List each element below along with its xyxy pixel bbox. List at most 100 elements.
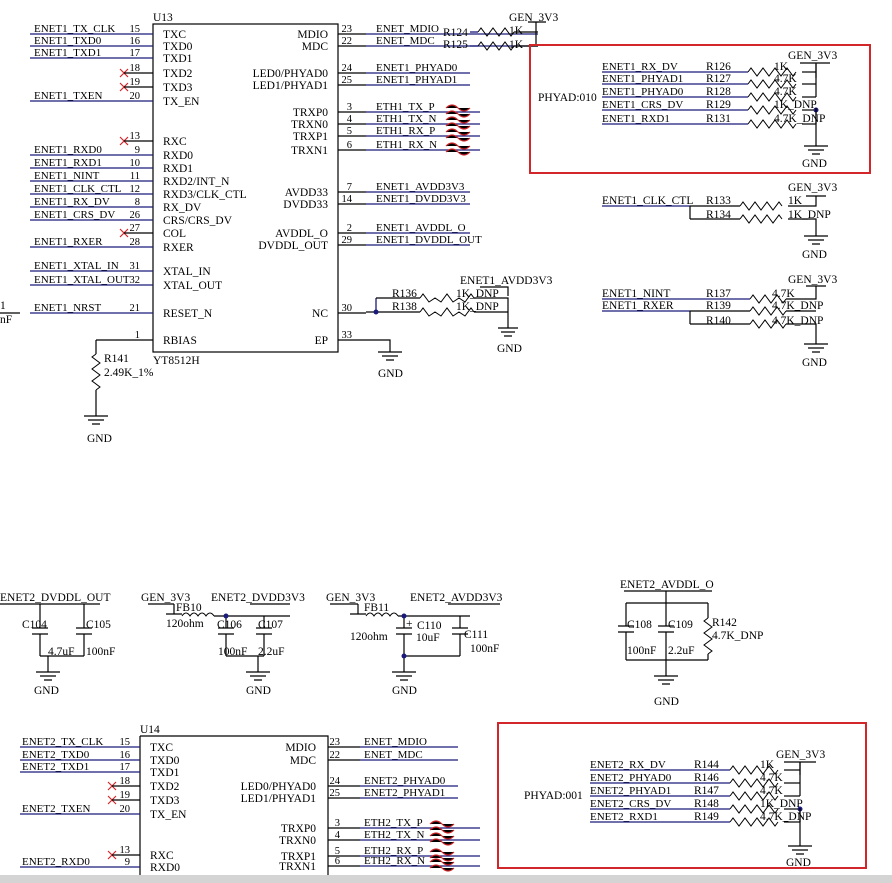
u13-left-pin-number: 10 bbox=[130, 158, 141, 169]
u13-right-net: ETH1_RX_N bbox=[376, 139, 437, 151]
u14-left-pin-label: TXD1 bbox=[150, 767, 180, 779]
u13-right-net: ENET1_AVDD3V3 bbox=[376, 181, 465, 193]
r137-ref: R137 bbox=[706, 288, 731, 300]
u14-right-pin-number: 24 bbox=[330, 776, 341, 787]
u13-left-net: ENET1_NINT bbox=[34, 170, 100, 182]
u13-right-pin-number: 4 bbox=[347, 114, 353, 125]
strap1-value: 1K_DNP bbox=[774, 99, 817, 111]
ep-ground: GND bbox=[366, 339, 403, 380]
u14-left-net: ENET2_TXEN bbox=[22, 803, 90, 815]
u14-left-pin-label: RXC bbox=[150, 850, 174, 862]
u14-right-pin-number: 22 bbox=[330, 750, 341, 761]
strap2-net: ENET2_CRS_DV bbox=[590, 798, 671, 810]
u13-right-pin-number: 7 bbox=[347, 182, 352, 193]
u13-right-pin-label: AVDD33 bbox=[285, 187, 328, 199]
u13-left-pin-number: 28 bbox=[130, 237, 141, 248]
cutoff-text-1: 1 bbox=[0, 300, 6, 312]
u13-right-pin-number: 25 bbox=[342, 75, 353, 86]
nint-rail: GEN_3V3 bbox=[788, 274, 837, 286]
u13-left-pin-label: XTAL_IN bbox=[163, 266, 211, 278]
strap2-net: ENET2_PHYAD1 bbox=[590, 785, 671, 797]
clkctl-block: ENET1_CLK_CTL R133 R134 1K 1K_DNP GEN_3V… bbox=[602, 182, 837, 261]
clkctl-net: ENET1_CLK_CTL bbox=[602, 195, 693, 207]
r139-ref: R139 bbox=[706, 300, 731, 312]
u14-right-pin-number: 6 bbox=[335, 856, 340, 867]
u14-right-net: ENET2_PHYAD0 bbox=[364, 775, 446, 787]
u13-right-pin-number: 29 bbox=[342, 235, 353, 246]
r125-value: 1K bbox=[509, 39, 524, 51]
u14-left-pin-label: RXD0 bbox=[150, 862, 180, 874]
fb10-ref: FB10 bbox=[176, 602, 202, 614]
strap2-ref: R148 bbox=[694, 798, 719, 810]
u13-left-pin-label: RXER bbox=[163, 242, 194, 254]
u13-left-pin-number: 21 bbox=[130, 303, 141, 314]
u13-left-pin-label: XTAL_OUT bbox=[163, 280, 222, 292]
u13-left-net: ENET1_TX_CLK bbox=[34, 23, 115, 35]
u13-right-pin-label: LED0/PHYAD0 bbox=[253, 68, 329, 80]
u13-right-pin-number: 22 bbox=[342, 36, 353, 47]
horizontal-scrollbar[interactable] bbox=[0, 875, 892, 883]
strap2-phyad-label: PHYAD:001 bbox=[524, 790, 583, 802]
u13-right-pin-label: TRXN1 bbox=[291, 145, 328, 157]
strap1-net: ENET1_RX_DV bbox=[602, 61, 678, 73]
strap1-net: ENET1_RXD1 bbox=[602, 113, 670, 125]
u13-right-pin-label: AVDDL_O bbox=[275, 228, 328, 240]
u14-left-net: ENET2_TXD1 bbox=[22, 761, 89, 773]
u13-right-net: ENET1_DVDDL_OUT bbox=[376, 234, 482, 246]
u13-right-net: ENET_MDIO bbox=[376, 23, 439, 35]
nint-net: ENET1_NINT bbox=[602, 288, 670, 300]
u14-right-pin-label: MDC bbox=[290, 755, 317, 767]
dvddl2-gnd: GND bbox=[34, 685, 59, 697]
u13-left-pin-number: 20 bbox=[130, 91, 141, 102]
u14-right-pin-label: MDIO bbox=[285, 742, 316, 754]
r140-value: 4.7K_DNP bbox=[772, 315, 823, 327]
ep-gnd-label: GND bbox=[378, 368, 403, 380]
u13-left-pin-label: TX_EN bbox=[163, 96, 200, 108]
u13-left-pin-label: RXD1 bbox=[163, 163, 193, 175]
strap2-ref: R149 bbox=[694, 811, 719, 823]
u14-ref: U14 bbox=[140, 724, 160, 736]
u14-left-pin-number: 18 bbox=[120, 776, 131, 787]
u13-right-net: ENET1_DVDD3V3 bbox=[376, 193, 466, 205]
strap1-ref: R129 bbox=[706, 99, 731, 111]
nc-rail-label: ENET1_AVDD3V3 bbox=[460, 275, 553, 287]
u13-left-pin-label: TXD2 bbox=[163, 68, 193, 80]
r134-value: 1K_DNP bbox=[788, 209, 831, 221]
strap1-value: 4.7K bbox=[774, 73, 797, 85]
u14-left-pin-number: 16 bbox=[120, 750, 131, 761]
u13-right-pin-label: LED1/PHYAD1 bbox=[253, 80, 329, 92]
c107-value: 2.2uF bbox=[258, 646, 285, 658]
strap1-ref: R126 bbox=[706, 61, 731, 73]
rxer-net: ENET1_RXER bbox=[602, 300, 674, 312]
u13-left-pin-number: 9 bbox=[135, 145, 140, 156]
fb10-value: 120ohm bbox=[166, 618, 204, 630]
u13-left-net: ENET1_TXD0 bbox=[34, 35, 102, 47]
rbias-resistor: R141 2.49K_1% GND bbox=[84, 339, 154, 445]
u13-left-pin-label: TXD0 bbox=[163, 41, 193, 53]
u13-right-pin-label: EP bbox=[315, 335, 328, 347]
u14-right-pin-label: LED0/PHYAD0 bbox=[241, 781, 317, 793]
r142-ref: R142 bbox=[712, 617, 737, 629]
r133-ref: R133 bbox=[706, 195, 731, 207]
u13-left-net: ENET1_XTAL_IN bbox=[34, 260, 119, 272]
strap1-rail-label: GEN_3V3 bbox=[788, 50, 837, 62]
u13-right-pin-number: 33 bbox=[342, 330, 353, 341]
u13-right-pin-number: 2 bbox=[347, 223, 352, 234]
u14-left-net: ENET2_TXD0 bbox=[22, 749, 90, 761]
u14-left-pin-label: TXD0 bbox=[150, 755, 180, 767]
clkctl-rail: GEN_3V3 bbox=[788, 182, 837, 194]
u13-right-net: ENET1_PHYAD0 bbox=[376, 62, 458, 74]
strap2-net: ENET2_PHYAD0 bbox=[590, 772, 672, 784]
u13-left-pin-label: COL bbox=[163, 228, 186, 240]
avdd2-filter: GEN_3V3 ENET2_AVDD3V3 FB11 120ohm + C110… bbox=[326, 592, 503, 697]
avddl2-decoupling: ENET2_AVDDL_O C108 C109 100nF 2.2uF R142… bbox=[618, 579, 763, 708]
fb11-ref: FB11 bbox=[364, 602, 389, 614]
strap1-ref: R131 bbox=[706, 113, 731, 125]
c110-plus: + bbox=[406, 618, 413, 630]
u13-part: YT8512H bbox=[153, 355, 200, 367]
u13-left-net: ENET1_RXD0 bbox=[34, 144, 102, 156]
u14-left-pin-number: 19 bbox=[120, 790, 131, 801]
u14-right-net: ETH2_RX_P bbox=[364, 845, 423, 857]
